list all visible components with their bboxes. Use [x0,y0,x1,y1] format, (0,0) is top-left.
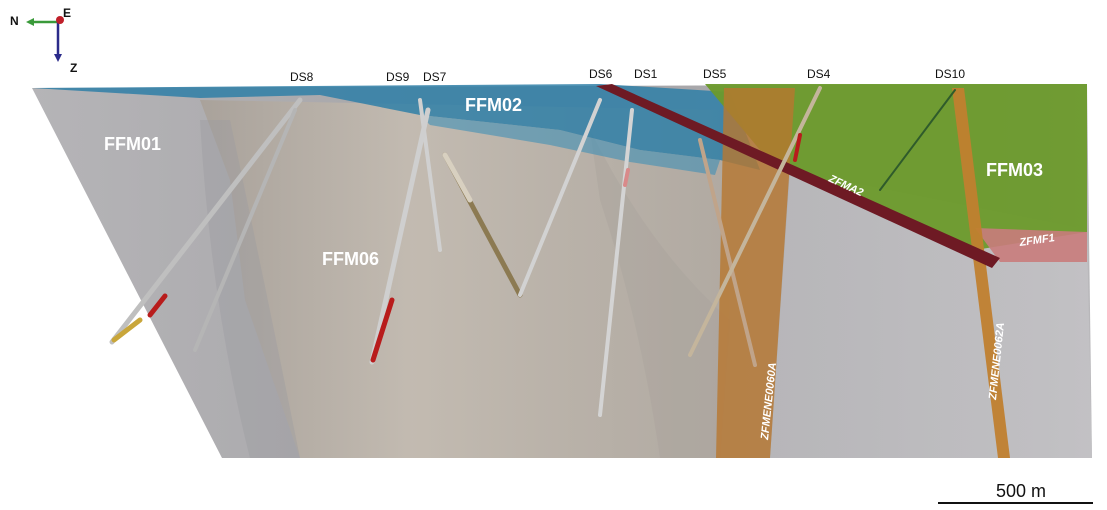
borehole-ds8-a-yellow [111,317,143,343]
borehole-label-ds8: DS8 [290,70,314,84]
ffm02-layer [32,84,760,170]
borehole-label-ds9: DS9 [386,70,410,84]
zone-label-zfmf1: ZFMF1 [1018,232,1056,249]
domain-label-ffm06: FFM06 [322,249,379,269]
borehole-label-ds10: DS10 [935,67,965,81]
borehole-ds6 [518,98,602,297]
e-axis-dot [56,16,64,24]
z-axis-label: Z [70,61,77,75]
borehole-ds8-a [109,97,303,345]
borehole-ds4 [688,86,822,357]
orientation-indicator: N Z E [10,6,77,75]
north-label: N [10,14,19,28]
domain-label-ffm02: FFM02 [465,95,522,115]
borehole-ds4-red [793,133,802,162]
borehole-ds1-red [623,168,630,187]
borehole-label-ds4: DS4 [807,67,831,81]
boreholes [109,86,956,417]
borehole-label-ds5: DS5 [703,67,727,81]
ffm02-layer-lower [420,115,720,175]
borehole-ds1 [598,108,634,417]
north-arrow-head [26,18,34,26]
borehole-ds7-a [369,107,431,365]
borehole-ds7-a-red [370,297,395,363]
zfma2-zone [596,84,1000,268]
borehole-ds10 [879,89,956,191]
domain-label-ffm03: FFM03 [986,160,1043,180]
shading-band-2 [200,120,300,458]
zfmene0062a-zone [952,88,1010,458]
scale-bar: 500 m [938,481,1093,504]
borehole-label-ds1: DS1 [634,67,658,81]
borehole-ds8-b [193,108,297,352]
borehole-label-ds6: DS6 [589,67,613,81]
borehole-ds8-a-red [147,293,168,318]
ffm06-region [200,100,730,458]
zfmf1-zone [975,228,1087,262]
borehole-ds5 [698,138,757,367]
shading-band-1 [590,130,730,458]
domain-label-ffm01: FFM01 [104,134,161,154]
e-axis-label: E [63,6,71,20]
borehole-ds7-b-light [442,152,473,203]
z-arrow-head [54,54,62,62]
borehole-label-ds7: DS7 [423,70,447,84]
scale-bar-label: 500 m [996,481,1046,501]
